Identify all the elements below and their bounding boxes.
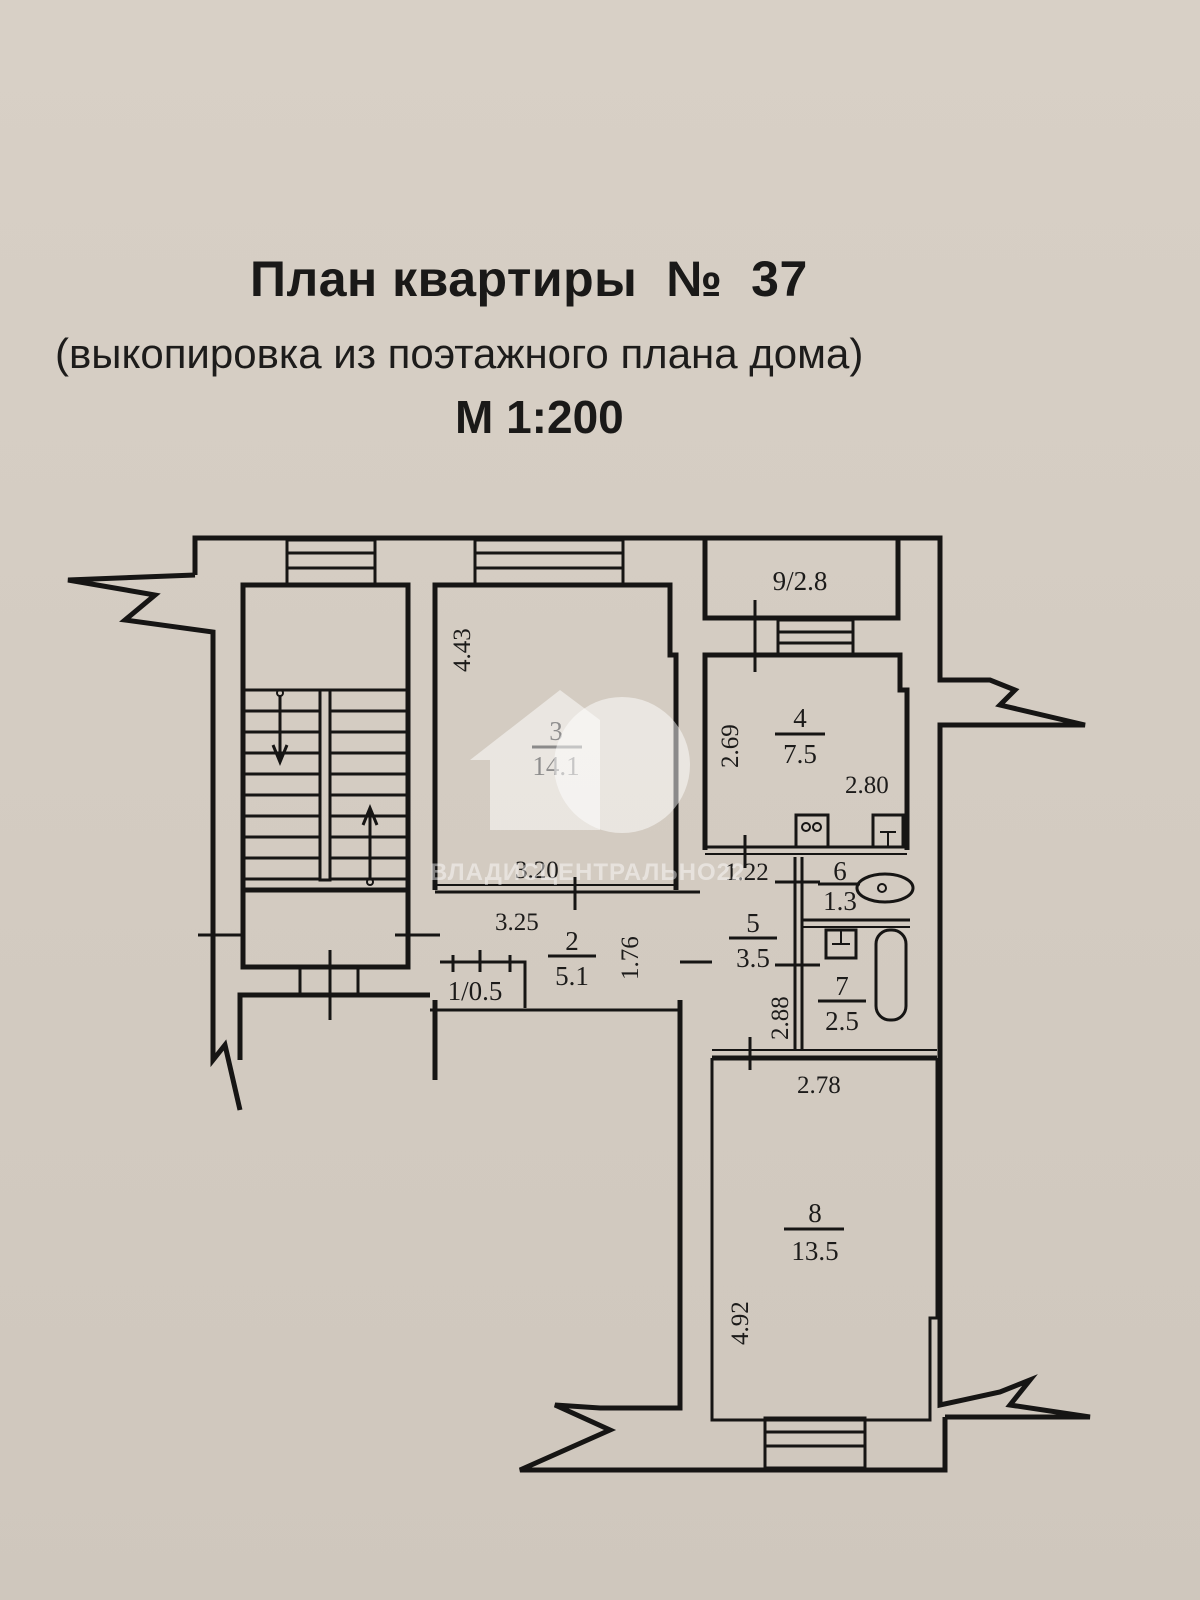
watermark: ВЛАДИСЦЕНТРАЛЬНО22 bbox=[430, 690, 745, 886]
bathtub-icon bbox=[874, 928, 908, 1022]
room-number: 7 bbox=[835, 971, 849, 1001]
room-number: 4 bbox=[793, 703, 807, 733]
room-area: 7.5 bbox=[783, 739, 817, 769]
window-room8 bbox=[763, 1416, 867, 1470]
room-area: 1.3 bbox=[823, 886, 857, 916]
room4-outline bbox=[702, 652, 910, 850]
stair-well bbox=[240, 582, 411, 970]
rooms bbox=[432, 538, 939, 1422]
dim-hall-width: 3.25 bbox=[495, 909, 539, 936]
watermark-text: ВЛАДИСЦЕНТРАЛЬНО22 bbox=[430, 859, 745, 886]
arrow-down-icon bbox=[271, 744, 289, 766]
window-room3 bbox=[473, 538, 625, 587]
dim-hall-depth: 1.76 bbox=[617, 936, 644, 980]
room-labels: 3 14.1 4 7.5 2 5.1 5 3.5 6 1.3 7 2.5 bbox=[448, 566, 866, 1266]
room-number: 2 bbox=[565, 926, 579, 956]
dim-room3-height: 4.43 bbox=[449, 628, 476, 672]
stair-rail bbox=[318, 688, 332, 882]
room-label-8: 8 13.5 bbox=[784, 1198, 844, 1266]
room9-balcony bbox=[702, 538, 901, 621]
dim-room4-height: 2.69 bbox=[717, 724, 744, 768]
outer-walls bbox=[67, 535, 1091, 1473]
room-number: 5 bbox=[746, 908, 760, 938]
room-area: 5.1 bbox=[555, 961, 589, 991]
window-stair bbox=[285, 538, 377, 587]
toilet-icon bbox=[855, 872, 915, 904]
dim-room8-width: 2.78 bbox=[797, 1072, 841, 1099]
room-label-7: 7 2.5 bbox=[818, 971, 866, 1036]
house-key-logo-icon bbox=[470, 690, 690, 833]
plan-scale: М 1:200 bbox=[455, 391, 624, 443]
outer-wall-left-break bbox=[67, 572, 243, 1111]
dim-room3-width: 3.20 bbox=[515, 857, 559, 884]
room8-outline bbox=[710, 1058, 939, 1422]
room-label-9: 9/2.8 bbox=[773, 566, 828, 596]
room3-outline bbox=[432, 582, 679, 890]
room-label-5: 5 3.5 bbox=[729, 908, 777, 973]
arrow-up-icon bbox=[361, 804, 379, 826]
stove-burner bbox=[801, 822, 811, 832]
outer-wall-bottom bbox=[518, 1000, 948, 1473]
window-stair-bottom bbox=[298, 950, 360, 1020]
room-area: 3.5 bbox=[736, 943, 770, 973]
staircase bbox=[240, 582, 411, 970]
room-label-2: 2 5.1 bbox=[548, 926, 596, 991]
dim-room4-width: 2.80 bbox=[845, 772, 889, 799]
stair-arrow-origin-2 bbox=[366, 878, 374, 886]
plan-title: План квартиры № 37 bbox=[250, 251, 808, 307]
plan-subtitle: (выкопировка из поэтажного плана дома) bbox=[55, 330, 864, 377]
dim-room5-length: 2.88 bbox=[767, 996, 794, 1040]
door-marks bbox=[198, 600, 820, 1070]
room1-closet bbox=[440, 960, 527, 1008]
room-number: 6 bbox=[833, 856, 847, 886]
inner-wall-left bbox=[237, 992, 430, 1060]
room-area: 13.5 bbox=[791, 1236, 838, 1266]
stove-icon bbox=[794, 813, 830, 849]
windows bbox=[285, 538, 867, 1470]
room-number: 8 bbox=[808, 1198, 822, 1228]
stair-arrow-origin bbox=[276, 689, 284, 697]
outer-wall-top bbox=[192, 535, 1091, 1420]
room-area: 2.5 bbox=[825, 1006, 859, 1036]
room-label-4: 4 7.5 bbox=[775, 703, 825, 769]
dim-room5-width: 1.22 bbox=[725, 859, 769, 886]
dim-room8-length: 4.92 bbox=[727, 1301, 754, 1345]
room-label-6: 6 1.3 bbox=[818, 856, 860, 916]
window-room4 bbox=[776, 618, 855, 657]
dimension-labels: 4.43 3.20 2.69 2.80 3.25 1.76 1.22 2.88 … bbox=[449, 628, 889, 1345]
room-label-1: 1/0.5 bbox=[448, 976, 503, 1006]
stove-burner bbox=[812, 822, 822, 832]
